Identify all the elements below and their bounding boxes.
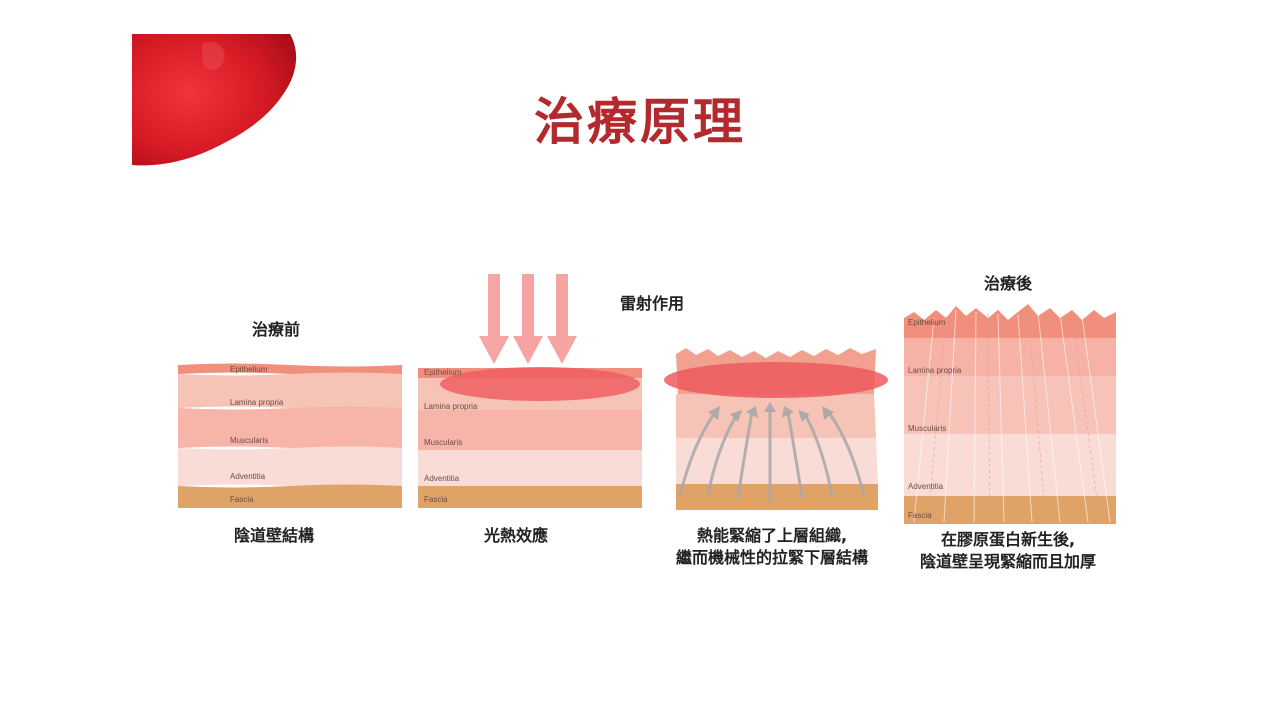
upward-arrow-icon [678, 410, 866, 502]
laser-arrow-icon [479, 274, 577, 364]
layer-label-adventitia: Adventitia [230, 472, 266, 481]
tissue-layers-diagram [904, 304, 1116, 524]
tissue-layers-diagram [664, 348, 888, 510]
stage-contract-caption-line1: 熱能緊縮了上層組織, [696, 526, 848, 545]
layer-label-adventitia: Adventitia [424, 474, 460, 483]
panel-before-treatment: Epithelium Lamina propria Muscularis Adv… [178, 362, 402, 510]
layer-label-fascia: Fascia [908, 511, 932, 520]
layer-label-muscularis: Muscularis [230, 436, 269, 445]
layer-label-epithelium: Epithelium [424, 368, 462, 377]
layer-label-lamina: Lamina propria [424, 402, 478, 411]
layer-label-adventitia: Adventitia [908, 482, 944, 491]
tissue-layers-diagram [178, 363, 402, 508]
slide-title: 治療原理 [534, 93, 746, 151]
layer-label-lamina: Lamina propria [908, 366, 962, 375]
stage-laser-header: 雷射作用 [619, 294, 684, 313]
layer-label-epithelium: Epithelium [908, 318, 946, 327]
layer-label-muscularis: Muscularis [908, 424, 947, 433]
stage-after-caption-line2: 陰道壁呈現緊縮而且加厚 [919, 552, 1096, 571]
layer-label-fascia: Fascia [230, 495, 254, 504]
stage-before-caption: 陰道壁結構 [233, 526, 314, 545]
stage-before-header: 治療前 [251, 320, 300, 339]
layer-label-lamina: Lamina propria [230, 398, 284, 407]
panel-laser-action: Epithelium Lamina propria Muscularis Adv… [418, 274, 642, 510]
stage-contract-caption-line2: 繼而機械性的拉緊下層結構 [675, 548, 868, 567]
layer-label-muscularis: Muscularis [424, 438, 463, 447]
stage-after-header: 治療後 [983, 274, 1032, 293]
panel-after-treatment: Epithelium Lamina propria Muscularis Adv… [904, 304, 1116, 526]
layer-label-fascia: Fascia [424, 495, 448, 504]
decorative-red-blob [132, 34, 302, 168]
panel-thermal-contraction [652, 346, 892, 512]
tissue-layers-diagram [418, 274, 642, 508]
stage-laser-caption: 光熱效應 [483, 526, 548, 545]
layer-label-epithelium: Epithelium [230, 365, 268, 374]
stage-after-caption-line1: 在膠原蛋白新生後, [940, 530, 1076, 549]
